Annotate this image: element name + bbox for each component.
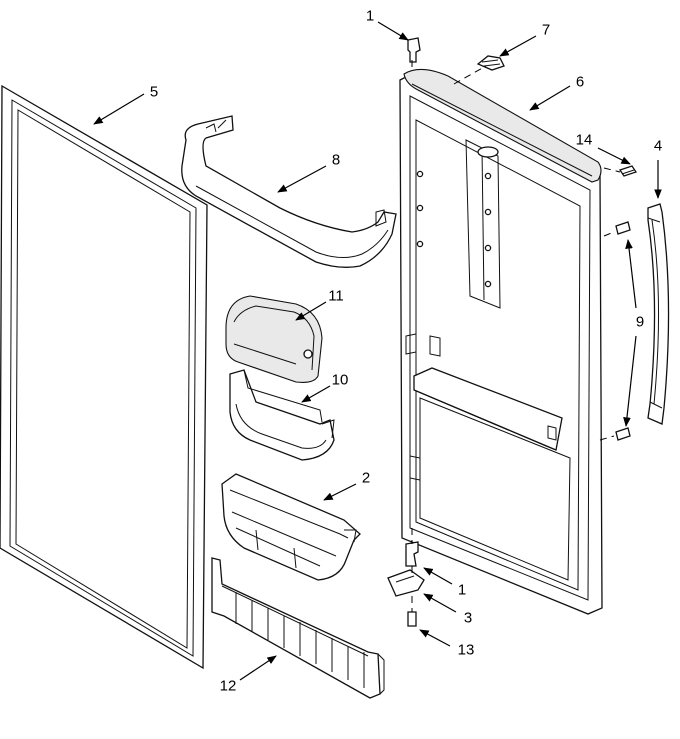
dairy-bin: [229, 369, 335, 461]
door-gasket: [0, 84, 208, 670]
leader-lines: [93, 21, 662, 681]
callout-11: 11: [328, 288, 344, 305]
handle-screw: [618, 165, 638, 177]
bottom-door-panel: [211, 557, 385, 699]
callout-7: 7: [542, 22, 550, 39]
bottom-hinge-bracket: [387, 569, 425, 597]
door-shelf-bar: [181, 115, 397, 268]
callout-10: 10: [332, 372, 349, 389]
door-handle: [647, 203, 670, 425]
callout-1-bottom: 1: [458, 582, 466, 599]
callout-labels: 1 7 6 5 8 14 4 9 11 10 2 1 3 13 12: [150, 8, 662, 695]
door-trim-top: [403, 68, 602, 183]
hinge-pin-top: [407, 37, 421, 63]
dairy-door-cover: [225, 295, 323, 383]
callout-3: 3: [464, 610, 472, 627]
callout-8: 8: [332, 152, 340, 169]
callout-1-top: 1: [366, 8, 374, 25]
callout-12: 12: [220, 678, 237, 695]
door-bin: [221, 473, 361, 581]
hinge-screw: [407, 611, 417, 627]
callout-6: 6: [576, 74, 584, 91]
hinge-cover-clip: [476, 55, 505, 71]
callout-9: 9: [636, 314, 644, 331]
callout-2: 2: [362, 470, 370, 487]
callout-4: 4: [654, 138, 662, 155]
callout-14: 14: [576, 132, 593, 149]
assembly-lines: [411, 60, 621, 612]
callout-13: 13: [458, 642, 475, 659]
callout-5: 5: [150, 84, 158, 101]
door-liner: [399, 73, 603, 615]
hinge-pin-bottom: [405, 541, 419, 567]
handle-mount-screws: [615, 221, 631, 441]
